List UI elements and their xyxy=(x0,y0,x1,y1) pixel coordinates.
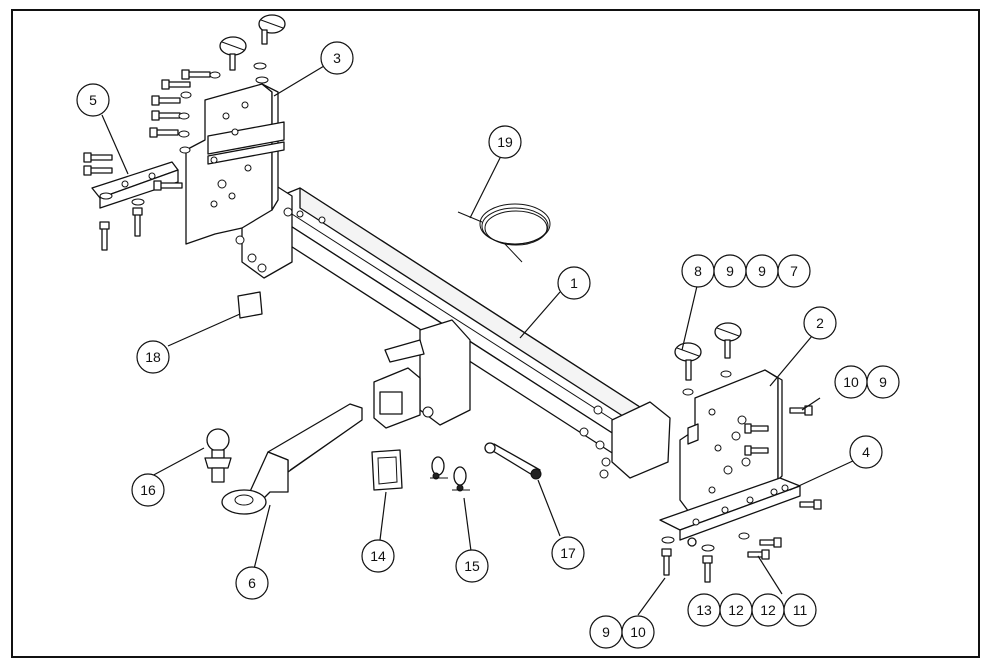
left-side-bracket xyxy=(185,83,285,245)
svg-text:15: 15 xyxy=(464,558,480,574)
callout-9-top-a: 9 xyxy=(713,254,747,288)
callout-7: 7 xyxy=(777,254,811,288)
drawing-border xyxy=(11,9,980,658)
callout-15: 15 xyxy=(455,549,489,583)
svg-text:6: 6 xyxy=(248,575,256,591)
callout-14: 14 xyxy=(361,539,395,573)
callout-11: 11 xyxy=(783,593,817,627)
callout-8: 8 xyxy=(681,254,715,288)
tow-ball xyxy=(204,428,232,483)
svg-text:7: 7 xyxy=(790,263,798,279)
svg-text:5: 5 xyxy=(89,92,97,108)
svg-text:11: 11 xyxy=(793,602,808,618)
svg-text:1: 1 xyxy=(570,275,578,291)
svg-text:3: 3 xyxy=(333,50,341,66)
callout-19: 19 xyxy=(488,125,522,159)
label-sticker xyxy=(237,291,263,319)
svg-text:4: 4 xyxy=(862,444,870,460)
shackles xyxy=(430,456,470,492)
callout-9-right: 9 xyxy=(866,365,900,399)
callout-2: 2 xyxy=(803,306,837,340)
callout-13: 13 xyxy=(687,593,721,627)
hitch-cover xyxy=(371,449,403,491)
svg-text:12: 12 xyxy=(760,602,776,618)
left-bolt-set xyxy=(83,62,269,251)
callout-1: 1 xyxy=(557,266,591,300)
svg-text:12: 12 xyxy=(728,602,744,618)
main-crossbar xyxy=(235,181,671,479)
callout-9-top-b: 9 xyxy=(745,254,779,288)
svg-text:17: 17 xyxy=(560,545,576,561)
svg-text:9: 9 xyxy=(602,624,610,640)
svg-text:13: 13 xyxy=(696,602,712,618)
callout-10-right: 10 xyxy=(834,365,868,399)
svg-text:10: 10 xyxy=(630,624,646,640)
callout-9-bottom: 9 xyxy=(589,615,623,649)
svg-text:2: 2 xyxy=(816,315,824,331)
svg-text:16: 16 xyxy=(140,482,156,498)
hitch-pin xyxy=(484,442,542,480)
svg-text:10: 10 xyxy=(843,374,859,390)
svg-text:9: 9 xyxy=(726,263,734,279)
callout-3: 3 xyxy=(320,41,354,75)
callout-17: 17 xyxy=(551,536,585,570)
leader-lines xyxy=(101,65,856,616)
callout-10-bottom: 10 xyxy=(621,615,655,649)
callout-5: 5 xyxy=(76,83,110,117)
ball-mount xyxy=(221,403,363,515)
svg-text:9: 9 xyxy=(879,374,887,390)
right-pin-clips xyxy=(674,322,742,381)
svg-text:9: 9 xyxy=(758,263,766,279)
svg-text:19: 19 xyxy=(497,134,513,150)
callout-12-b: 12 xyxy=(751,593,785,627)
left-clamp-plate xyxy=(91,161,179,209)
svg-text:18: 18 xyxy=(145,349,161,365)
svg-text:14: 14 xyxy=(370,548,386,564)
callout-12-a: 12 xyxy=(719,593,753,627)
callout-6: 6 xyxy=(235,566,269,600)
callout-16: 16 xyxy=(131,473,165,507)
callout-4: 4 xyxy=(849,435,883,469)
right-clamp-plate xyxy=(659,477,801,541)
svg-text:8: 8 xyxy=(694,263,702,279)
callout-18: 18 xyxy=(136,340,170,374)
right-bolt-set xyxy=(661,370,822,583)
wiring-coil xyxy=(457,203,551,263)
left-pin-clips xyxy=(219,14,286,71)
